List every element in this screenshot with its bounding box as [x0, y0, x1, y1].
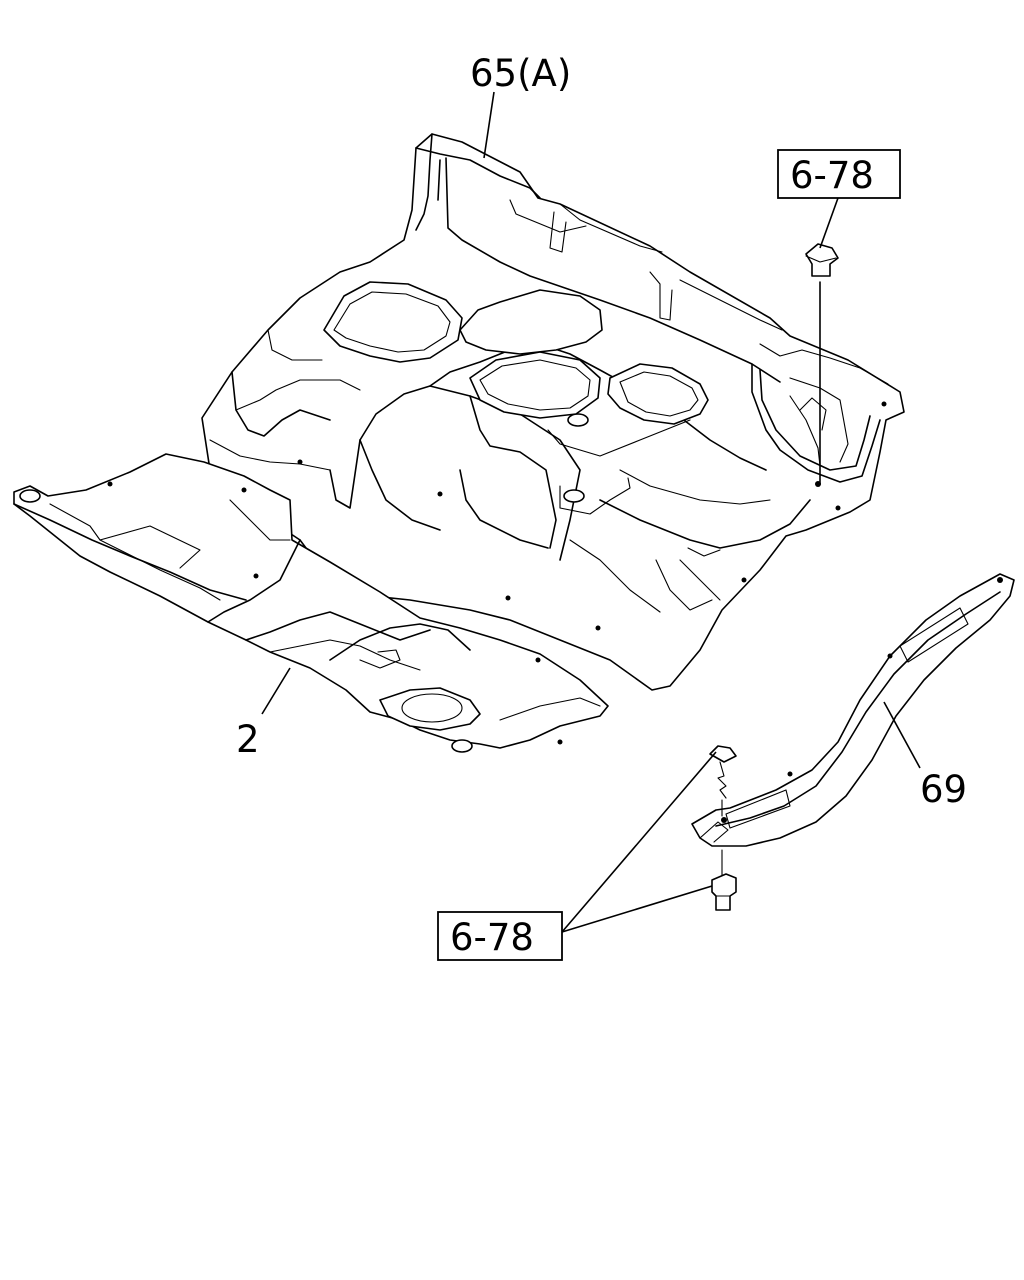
floor-carpet-part: [201, 133, 905, 691]
leader-ref-bottom-clip: [561, 885, 713, 933]
ref-label-top[interactable]: 6-78: [790, 154, 874, 197]
leader-2: [261, 667, 291, 715]
sill-plate-part: [691, 573, 1015, 847]
leader-69: [883, 701, 921, 769]
front-carpet-part: [13, 453, 609, 753]
label-part-2[interactable]: 2: [236, 718, 260, 761]
screw-fastener: [709, 745, 737, 817]
leader-ref-top: [819, 197, 839, 249]
ref-box-bottom[interactable]: 6-78: [437, 911, 563, 961]
ref-box-top[interactable]: 6-78: [777, 149, 901, 199]
label-part-65a[interactable]: 65(A): [470, 52, 571, 95]
ref-label-bottom[interactable]: 6-78: [450, 916, 534, 959]
leader-65a: [483, 91, 495, 159]
clip-fastener-top: [805, 243, 839, 485]
clip-fastener-bottom: [711, 849, 737, 911]
leader-ref-bottom-screw: [561, 751, 717, 933]
label-part-69[interactable]: 69: [920, 768, 967, 811]
